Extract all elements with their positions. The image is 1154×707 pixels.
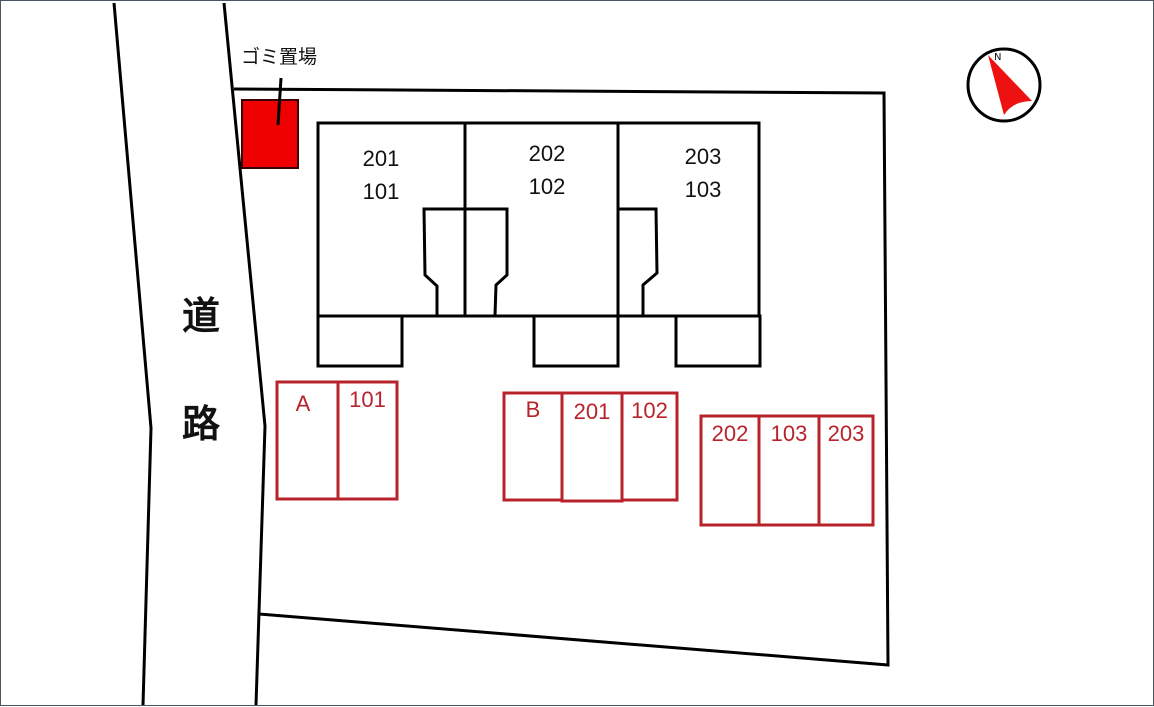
parking-label-103: 103 [770,421,808,446]
parking-label-202: 202 [711,421,749,446]
parking-space-101 [336,380,399,501]
parking-label-102: 102 [631,398,668,423]
parking-label-201: 201 [573,399,611,424]
porch-2 [532,314,620,368]
parking-label-203: 203 [827,421,865,446]
parking-label-b: B [525,397,541,422]
garbage-area-label: ゴミ置場 [241,46,318,68]
road-label-1: 道 [182,294,221,338]
unit-2-lower: 102 [528,174,566,199]
parking-label-a: A [295,391,311,416]
porch-3 [674,314,762,368]
unit-3-upper: 203 [684,144,722,169]
garbage-leader-line [276,77,283,126]
unit-2-upper: 202 [528,141,566,166]
porch-1 [316,314,404,368]
entrance-left [422,207,509,317]
north-label: N [994,52,1002,63]
unit-3-lower: 103 [684,177,722,202]
parking-space-203 [817,414,875,527]
unit-1-lower: 101 [362,179,400,204]
property-boundary [233,87,890,667]
road-left-edge [112,2,153,706]
compass-icon [966,47,1042,123]
road-label-2: 路 [182,402,221,446]
entrance-right [618,207,659,316]
unit-1-upper: 201 [362,146,400,171]
garbage-area [241,99,299,169]
parking-space-102 [620,391,679,502]
road-right-edge [222,2,267,706]
parking-label-101: 101 [349,387,386,412]
